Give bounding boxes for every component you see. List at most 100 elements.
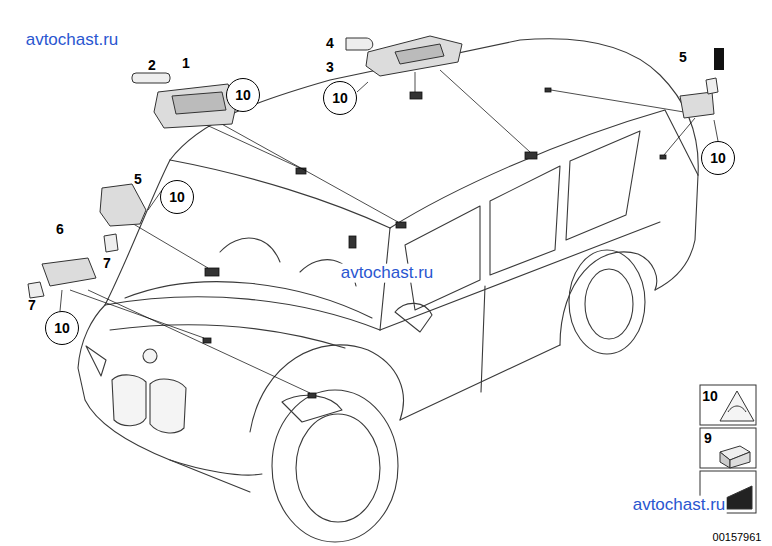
mounted-light bbox=[296, 168, 306, 174]
legend-panel bbox=[730, 452, 750, 468]
kidney-grille bbox=[143, 349, 157, 363]
car-body bbox=[390, 110, 698, 228]
car-body bbox=[250, 345, 403, 432]
leader-line bbox=[415, 72, 416, 92]
legend-panel bbox=[700, 385, 756, 513]
light-housing bbox=[42, 258, 96, 286]
callout-number: 4 bbox=[325, 36, 335, 51]
callout-number: 7 bbox=[102, 256, 112, 271]
callout-number: 6 bbox=[55, 222, 65, 237]
wheel bbox=[296, 414, 380, 522]
callout-number: 1 bbox=[181, 56, 191, 71]
car-body bbox=[655, 175, 698, 290]
legend-panel bbox=[720, 452, 730, 468]
leader-line bbox=[440, 70, 530, 152]
mounted-light bbox=[396, 222, 406, 228]
leader-line bbox=[130, 222, 208, 268]
wheel bbox=[272, 390, 398, 542]
car-body bbox=[105, 160, 170, 305]
callout-circle: 10 bbox=[160, 180, 194, 214]
watermark: avtochast.ru bbox=[340, 264, 435, 283]
callout-number: 2 bbox=[147, 58, 157, 73]
leader-line bbox=[70, 290, 204, 338]
callout-number: 10 bbox=[701, 389, 719, 404]
car-body bbox=[490, 166, 560, 275]
mounted-light bbox=[203, 338, 211, 343]
leader-line bbox=[60, 70, 718, 393]
wheel bbox=[272, 250, 645, 542]
leader-line bbox=[200, 122, 300, 168]
callout-number: 10 bbox=[54, 321, 70, 335]
leader-line bbox=[664, 118, 695, 155]
callout-circle: 10 bbox=[45, 311, 79, 345]
wheel bbox=[585, 269, 633, 339]
mounted-light bbox=[545, 88, 551, 92]
mounted-light bbox=[410, 92, 422, 99]
watermark: avtochast.ru bbox=[632, 496, 727, 515]
car-body bbox=[560, 252, 657, 345]
callout-number: 7 bbox=[27, 298, 37, 313]
bulb bbox=[132, 73, 170, 83]
light-housing bbox=[366, 36, 462, 76]
bulb bbox=[28, 282, 44, 298]
car-body bbox=[282, 395, 342, 422]
callout-circle: 10 bbox=[226, 78, 260, 112]
mounted-light bbox=[203, 88, 666, 398]
car-body bbox=[170, 460, 262, 475]
callout-number: 10 bbox=[235, 88, 251, 102]
car-body bbox=[405, 206, 480, 310]
mounted-light bbox=[205, 268, 219, 276]
callout-circle: 10 bbox=[323, 81, 357, 115]
car-body bbox=[400, 345, 560, 420]
light-housing bbox=[42, 36, 714, 286]
mounted-light bbox=[308, 393, 316, 398]
car-body bbox=[86, 346, 106, 376]
leader-line bbox=[357, 82, 368, 92]
car-body bbox=[105, 297, 380, 330]
light-housing bbox=[172, 92, 226, 114]
mounted-light bbox=[349, 236, 356, 248]
car-body bbox=[170, 160, 390, 228]
mounted-light bbox=[660, 155, 666, 159]
bulb bbox=[346, 38, 373, 50]
bulb bbox=[28, 38, 718, 298]
car-body bbox=[78, 305, 250, 492]
leader-line bbox=[551, 90, 684, 112]
callout-number: 9 bbox=[703, 431, 713, 446]
mounted-light bbox=[525, 152, 537, 159]
car-body bbox=[566, 131, 640, 240]
legend-panel bbox=[700, 385, 756, 425]
car-body bbox=[125, 282, 372, 318]
legend-panel bbox=[720, 391, 754, 421]
legend-panel bbox=[728, 406, 746, 412]
callout-number: 3 bbox=[325, 60, 335, 75]
callout-number: 10 bbox=[169, 190, 185, 204]
bulb bbox=[706, 78, 718, 94]
black-part bbox=[714, 48, 724, 70]
leader-line bbox=[218, 122, 398, 222]
leader-line bbox=[60, 290, 62, 311]
light-housing bbox=[680, 92, 714, 118]
car-body bbox=[110, 325, 345, 348]
light-housing bbox=[395, 44, 444, 64]
car-body bbox=[395, 303, 432, 332]
diagram-number: 00157961 bbox=[712, 531, 763, 543]
kidney-grille bbox=[112, 375, 146, 426]
kidney-grille bbox=[112, 349, 186, 433]
car-body bbox=[481, 286, 485, 392]
callout-number: 5 bbox=[678, 50, 688, 65]
light-housing bbox=[100, 184, 146, 226]
wheel bbox=[569, 250, 645, 354]
light-housing bbox=[154, 84, 236, 128]
watermark: avtochast.ru bbox=[25, 31, 120, 50]
leader-line bbox=[88, 290, 310, 393]
black-part bbox=[714, 48, 724, 70]
bulb bbox=[104, 234, 118, 252]
leader-line bbox=[714, 120, 718, 141]
callout-number: 5 bbox=[133, 172, 143, 187]
car-body bbox=[220, 238, 280, 262]
kidney-grille bbox=[150, 379, 186, 433]
callout-circle: 10 bbox=[701, 141, 735, 175]
callout-number: 10 bbox=[710, 151, 726, 165]
